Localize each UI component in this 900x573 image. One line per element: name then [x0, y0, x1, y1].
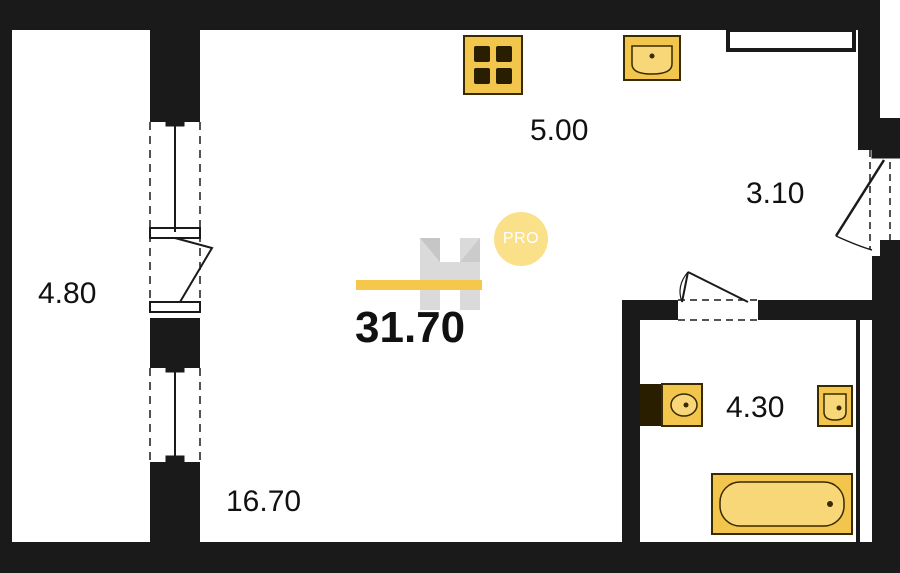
stove-icon	[463, 35, 523, 95]
kitchen-area-label: 5.00	[530, 114, 589, 147]
balcony-windows	[149, 117, 214, 465]
total-area-label: 31.70	[355, 303, 466, 352]
bathroom-area-label: 4.30	[726, 391, 785, 424]
pro-badge-circle	[494, 212, 548, 266]
bathtub-icon	[711, 473, 853, 535]
entrance-door	[834, 149, 900, 251]
balcony-area-label: 4.80	[38, 277, 97, 310]
toilet-icon	[640, 383, 703, 427]
pro-badge: PRO	[502, 230, 540, 247]
living-area-label: 16.70	[226, 485, 302, 518]
bathroom-door	[678, 271, 758, 321]
watermark-logo	[356, 238, 482, 310]
hall-area-label: 3.10	[746, 177, 805, 210]
kitchen-sink-icon	[623, 35, 681, 81]
bathroom-sink-icon	[817, 385, 853, 427]
niche	[726, 28, 856, 52]
